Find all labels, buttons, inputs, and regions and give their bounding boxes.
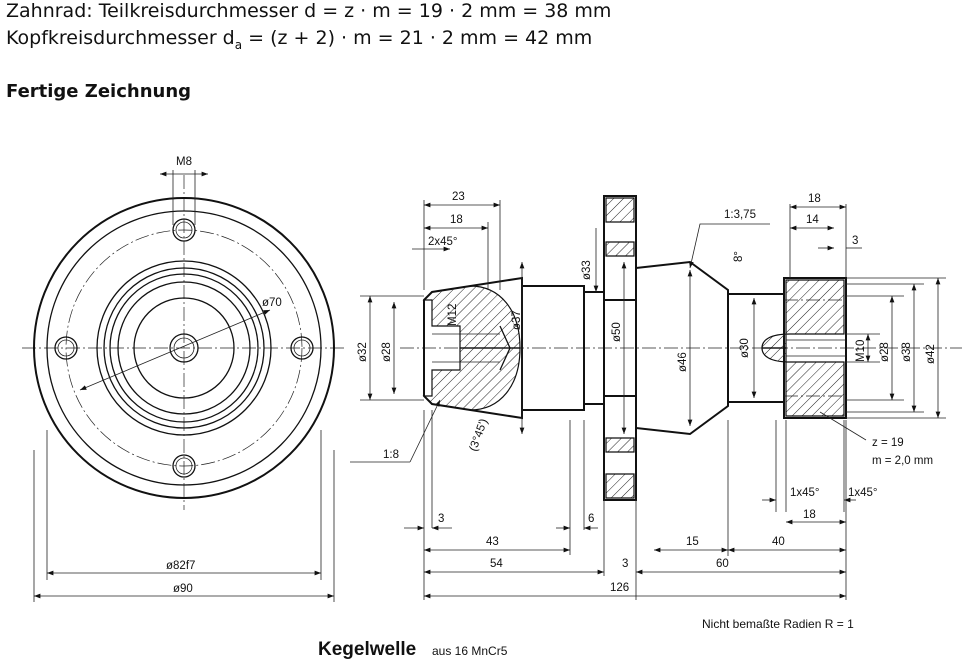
dim-d82: ø82f7: [166, 560, 195, 572]
dim-l3a: 3: [852, 235, 858, 247]
dim-m8: M8: [176, 156, 192, 168]
dim-c1x45b: 1x45°: [848, 487, 878, 499]
taper18-leader: [409, 399, 441, 463]
gear-note-leader: [819, 411, 867, 441]
tip-diameter-text: Kopfkreisdurchmesser d: [6, 27, 235, 49]
left-section-hatch-bottom: [422, 347, 521, 411]
tip-diameter-formula: = (z + 2) · m = 21 · 2 mm = 42 mm: [242, 27, 593, 49]
header-line-pitch-diameter: Zahnrad: Teilkreisdurchmesser d = z · m …: [6, 0, 612, 22]
bolt-hole-top: [172, 218, 196, 242]
flange-hatch-bottom: [605, 473, 635, 499]
dim-d70: ø70: [262, 297, 282, 309]
dim-a8: 8°: [733, 251, 745, 262]
dim-d28a: ø28: [381, 342, 393, 362]
dim-2x45: 2x45°: [428, 236, 458, 248]
dim-l40: 40: [772, 536, 785, 548]
d70-dim-line: [79, 309, 271, 391]
dim-l15: 15: [686, 536, 699, 548]
flange-hatch-bottom-2: [605, 437, 635, 453]
dim-d30: ø30: [739, 338, 751, 358]
tip-diameter-subscript: a: [234, 37, 243, 52]
section-heading: Fertige Zeichnung: [6, 81, 192, 102]
dim-l18a: 18: [450, 214, 463, 226]
header-line-tip-diameter: Kopfkreisdurchmesser da = (z + 2) · m = …: [6, 27, 592, 52]
dim-l14: 14: [806, 214, 819, 226]
bolt-hole-top-inner: [175, 221, 193, 239]
dim-d42: ø42: [925, 344, 937, 364]
flange-hatch-top: [605, 197, 635, 223]
bolt-hole-bottom-inner: [175, 457, 193, 475]
gear-note-z: z = 19: [872, 437, 904, 449]
dim-l126: 126: [610, 582, 629, 594]
drawing-note: Nicht bemaßte Radien R = 1: [702, 617, 854, 631]
flange-hatch-top-2: [605, 241, 635, 257]
dim-l3c: 3: [622, 558, 628, 570]
shoulder-section: [521, 285, 585, 411]
section-view: 23 18 2x45° ø33 1:3,75 8° 18 14 3 ø32 ø2…: [350, 191, 962, 600]
gear-note-m: m = 2,0 mm: [872, 455, 933, 467]
dim-d33: ø33: [581, 260, 593, 280]
dim-d28b: ø28: [879, 342, 891, 362]
dim-d90: ø90: [173, 583, 193, 595]
dim-m12: M12: [447, 304, 459, 326]
bolt-circle: [65, 229, 303, 467]
dim-d37: ø37: [511, 310, 523, 330]
dim-d38: ø38: [901, 342, 913, 362]
bolt-hole-right-inner: [293, 339, 311, 357]
drawing-material: aus 16 MnCr5: [432, 644, 508, 658]
dim-m10: M10: [855, 340, 867, 362]
dim-d46: ø46: [677, 352, 689, 372]
outer-circle-90: [33, 197, 335, 499]
circle-82: [46, 210, 322, 486]
taper1375-leader: [689, 223, 770, 269]
dim-taper18: 1:8: [383, 449, 399, 461]
bolt-hole-right: [290, 336, 314, 360]
left-section-hatch-top: [422, 285, 521, 349]
end-view: M8 ø70 ø82f7 ø90: [22, 156, 345, 602]
bolt-hole-bottom: [172, 454, 196, 478]
dim-l6: 6: [588, 513, 594, 525]
dim-l3b: 3: [438, 513, 444, 525]
gear-hatch-top: [761, 279, 845, 349]
dim-taper1375: 1:3,75: [724, 209, 756, 221]
drawing-title: Kegelwelle: [318, 639, 416, 660]
drill-tip-left: [499, 325, 511, 371]
dim-l54: 54: [490, 558, 503, 570]
bolt-hole-left-inner: [57, 339, 75, 357]
dim-l23: 23: [452, 191, 465, 203]
dim-d50: ø50: [611, 322, 623, 342]
dim-l18b: 18: [808, 193, 821, 205]
gear-hatch-bottom: [761, 347, 845, 417]
dim-l18c: 18: [803, 509, 816, 521]
dim-c1x45a: 1x45°: [790, 487, 820, 499]
dim-a3x45: (3°45'): [468, 417, 491, 453]
dim-l43: 43: [486, 536, 499, 548]
bolt-hole-left: [54, 336, 78, 360]
dim-d32: ø32: [357, 342, 369, 362]
dim-l60: 60: [716, 558, 729, 570]
